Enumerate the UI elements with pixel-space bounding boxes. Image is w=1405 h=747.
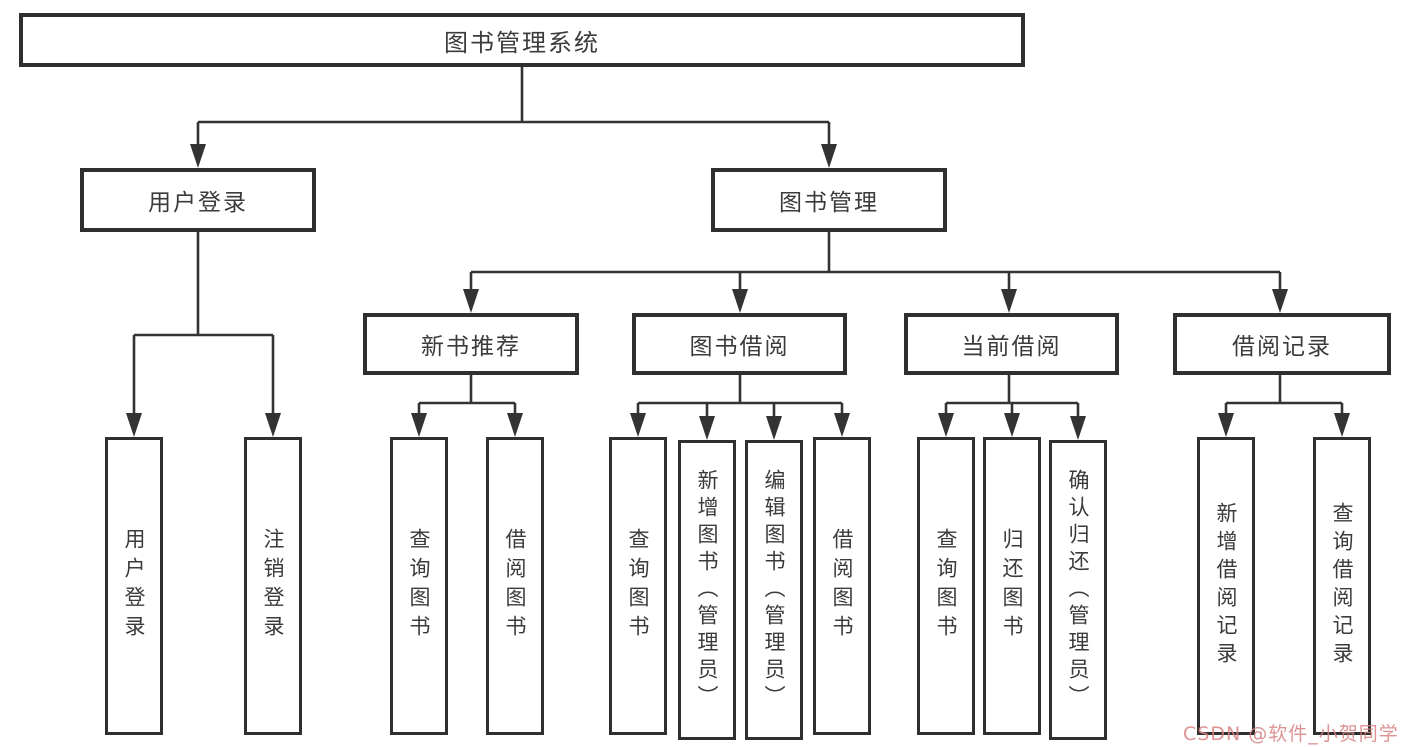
leaf-borrow-book-recommend: 借阅图书: [486, 437, 544, 735]
watermark: CSDN @软件_小贺同学: [1183, 723, 1399, 745]
leaf-label: 用户登录: [122, 528, 146, 644]
leaf-label: 查询图书: [934, 528, 958, 644]
leaf-edit-book-admin: 编辑图书（管理员）: [745, 440, 803, 740]
leaf-label: 新增图书（管理员）: [695, 468, 719, 712]
leaf-add-book-admin: 新增图书（管理员）: [678, 440, 736, 740]
leaf-add-borrow-record: 新增借阅记录: [1197, 437, 1255, 735]
leaf-query-borrow-record: 查询借阅记录: [1313, 437, 1371, 735]
leaf-return-book: 归还图书: [983, 437, 1041, 735]
leaf-label: 确认归还（管理员）: [1066, 468, 1090, 712]
node-book-borrow: 图书借阅: [632, 313, 847, 375]
node-current-borrow-label: 当前借阅: [961, 334, 1062, 360]
leaf-query-book-borrow: 查询图书: [609, 437, 667, 735]
node-current-borrow: 当前借阅: [904, 313, 1119, 375]
leaf-user-login: 用户登录: [105, 437, 163, 735]
node-book-borrow-label: 图书借阅: [689, 334, 790, 360]
node-new-book-recommend: 新书推荐: [363, 313, 579, 375]
leaf-borrow-book: 借阅图书: [813, 437, 871, 735]
node-new-book-recommend-label: 新书推荐: [421, 334, 521, 360]
leaf-query-book-current: 查询图书: [917, 437, 975, 735]
leaf-confirm-return-admin: 确认归还（管理员）: [1049, 440, 1107, 740]
node-root-label: 图书管理系统: [444, 28, 600, 57]
node-borrow-records: 借阅记录: [1173, 313, 1391, 375]
node-user-login: 用户登录: [80, 168, 316, 232]
leaf-label: 查询借阅记录: [1330, 502, 1354, 670]
node-user-login-label: 用户登录: [148, 190, 248, 216]
leaf-label: 借阅图书: [830, 528, 854, 644]
leaf-logout: 注销登录: [244, 437, 302, 735]
leaf-label: 借阅图书: [503, 528, 527, 644]
leaf-label: 查询图书: [626, 528, 650, 644]
leaf-label: 注销登录: [261, 528, 285, 644]
node-book-management-label: 图书管理: [779, 190, 879, 216]
leaf-label: 查询图书: [407, 528, 431, 644]
leaf-label: 编辑图书（管理员）: [762, 468, 786, 712]
node-borrow-records-label: 借阅记录: [1232, 334, 1332, 360]
node-book-management: 图书管理: [711, 168, 947, 232]
leaf-label: 归还图书: [1000, 528, 1024, 644]
node-root-library-system: 图书管理系统: [19, 13, 1025, 67]
leaf-label: 新增借阅记录: [1214, 502, 1238, 670]
leaf-query-book-recommend: 查询图书: [390, 437, 448, 735]
